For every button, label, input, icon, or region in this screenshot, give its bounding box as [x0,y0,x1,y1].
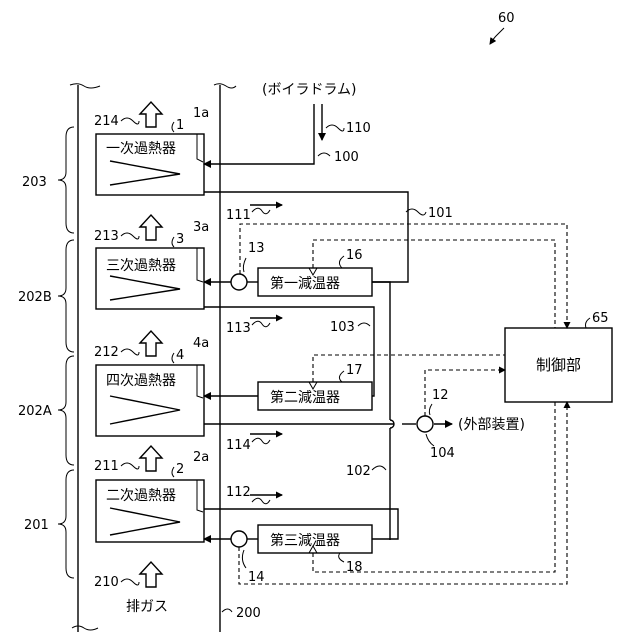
external-device-label: (外部装置) [458,417,525,433]
tube-id-1a: 1a [193,106,209,121]
heater-4: 四次過熱器 [96,365,204,436]
ref-200: 200 [236,606,261,621]
heater-id-3: 3 [176,232,184,247]
stream-114: 114 [226,438,251,453]
ref-17-leader [339,371,344,382]
duct-break-left [70,84,100,88]
drum-label: (ボイラドラム) [262,82,357,98]
valve-12 [417,416,433,432]
ref-103: 103 [330,320,355,335]
stream-113: 113 [226,321,251,336]
stream-112: 112 [226,485,251,500]
heater-2-label: 二次過熱器 [106,488,176,504]
zone-label-203: 203 [22,175,47,190]
tube-id-4a: 4a [193,336,209,351]
zone-brace-203 [58,127,74,233]
ref-101-leader [406,209,426,215]
heater-id-1: 1 [176,118,184,133]
ref-13-leader [243,258,246,272]
zone-brace-201 [58,470,74,578]
ref-18-leader [339,553,344,562]
ref-213: 213 [94,229,119,244]
stream-112-leader [252,498,270,504]
ref-210-leader [121,579,139,585]
heater-id-4: 4 [176,348,184,363]
ref-16: 16 [346,248,363,263]
ref-110-leader [326,125,344,131]
ref-16-leader [339,256,344,268]
stream-114-leader [252,438,270,444]
duct-break-right [214,84,236,88]
ref-110: 110 [346,121,371,136]
stream-111-leader [252,208,270,214]
zone-label-201: 201 [24,518,49,533]
ref-211: 211 [94,459,119,474]
stream-113-leader [252,321,270,327]
gas-flow-arrow-213 [140,215,162,240]
ref-102-leader [372,466,386,470]
gas-flow-arrow-214 [140,102,162,127]
heater-id-4-leader [172,353,174,363]
signal-attemperator-17 [313,355,505,382]
figure-ref-label: 60 [498,11,515,26]
ref-100: 100 [334,150,359,165]
heater-3: 三次過熱器 [96,248,204,309]
zone-brace-202a [58,356,74,465]
zone-brace-202b [58,240,74,352]
ref-211-leader [121,463,139,469]
ref-13: 13 [248,241,265,256]
heater-id-1-leader [172,122,174,132]
ref-212-leader [121,349,139,355]
figure-ref-arrow [490,28,504,44]
zone-label-202a: 202A [18,404,52,419]
heater-id-2: 2 [176,462,184,477]
ref-18: 18 [346,560,363,575]
heater-4-label: 四次過熱器 [106,373,176,389]
gas-flow-arrow-210 [140,562,162,587]
heater-3-label: 三次過熱器 [106,258,176,274]
ref-65: 65 [592,311,609,326]
stream-111: 111 [226,208,251,223]
tube-id-3a: 3a [193,220,209,235]
controller-label: 制御部 [536,356,581,374]
ref-100-leader [318,153,330,156]
attemperator-18-label: 第三減温器 [270,532,340,549]
ref-17: 17 [346,363,363,378]
valve-13 [231,274,247,290]
heater-1-label: 一次過熱器 [106,141,176,157]
ref-102: 102 [346,464,371,479]
heater-1: 一次過熱器 [96,134,204,195]
tube-id-2a: 2a [193,450,209,465]
ref-101: 101 [428,206,453,221]
ref-14-leader [242,550,246,568]
heater-id-3-leader [172,237,174,247]
gas-flow-arrow-212 [140,331,162,356]
ref-65-leader [586,318,591,328]
ref-210: 210 [94,575,119,590]
ref-104: 104 [430,446,455,461]
ref-12-leader [429,404,432,415]
heater-id-2-leader [172,467,174,477]
valve-14 [231,531,247,547]
ref-214: 214 [94,114,119,129]
ref-214-leader [121,118,139,124]
exhaust-label: 排ガス [126,599,168,615]
ref-12: 12 [432,388,449,403]
heater-2: 二次過熱器 [96,480,204,542]
ref-104-leader [426,434,434,446]
zone-label-202b: 202B [18,290,52,305]
ref-103-leader [358,323,370,326]
ref-200-leader [222,609,232,612]
ref-14: 14 [248,570,265,585]
ref-212: 212 [94,345,119,360]
attemperator-17-label: 第二減温器 [270,389,340,406]
duct-bottom-break [72,626,98,630]
ref-213-leader [121,233,139,239]
gas-flow-arrow-211 [140,446,162,471]
attemperator-16-label: 第一減温器 [270,275,340,292]
